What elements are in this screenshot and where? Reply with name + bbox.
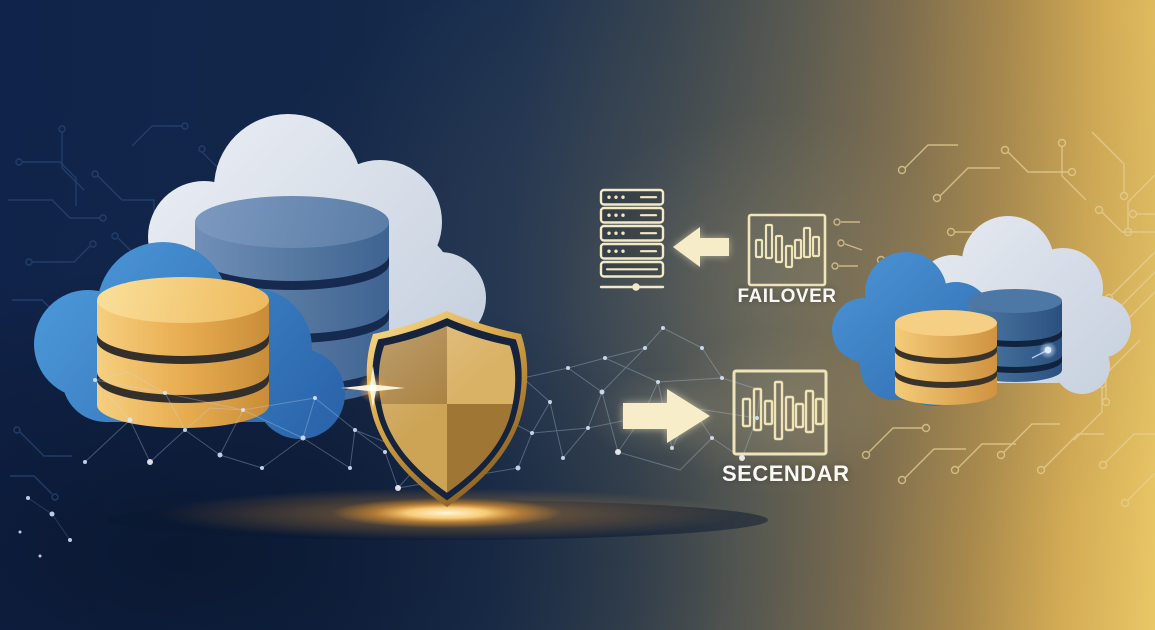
failover-label: FAILOVER [737, 286, 837, 307]
secondary-arrow-icon [623, 389, 710, 443]
failover-waveform-icon [747, 213, 827, 287]
server-rack-icon [599, 188, 665, 291]
secondary-label: SECENDAR [722, 461, 850, 486]
failover-arrow-icon [673, 227, 729, 267]
sparkle-icon [341, 366, 405, 408]
gold-database-cylinder-icon [895, 310, 997, 405]
ground-glow [108, 488, 768, 540]
secondary-cloud-cluster [832, 216, 1131, 406]
secondary-waveform-icon [732, 369, 828, 456]
primary-cloud-cluster [34, 114, 494, 439]
gold-database-cylinder-icon [97, 277, 269, 428]
